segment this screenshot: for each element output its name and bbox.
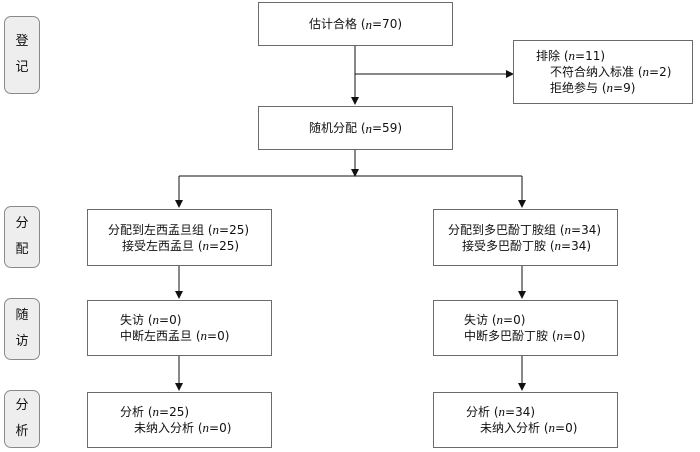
stage-followup: 随 访	[4, 298, 40, 360]
right-alloc-value: =34	[571, 222, 597, 237]
excluded-label: 排除	[536, 49, 561, 63]
n-symbol: n	[152, 312, 160, 327]
n-symbol: n	[564, 221, 572, 237]
stage-char: 随	[15, 308, 29, 323]
right-lost-value: =0	[503, 313, 521, 327]
box-excluded: 排除 (n=11) 不符合纳入标准 (n=2) 拒绝参与 (n=9)	[513, 40, 693, 104]
randomized-value: =59	[372, 120, 398, 135]
n-symbol: n	[152, 404, 160, 419]
n-symbol: n	[365, 16, 373, 32]
n-symbol: n	[556, 328, 564, 343]
stage-registration: 登 记	[4, 16, 40, 94]
assessed-value: =70	[372, 16, 398, 31]
right-discontinued-value: =0	[563, 329, 581, 343]
right-lost-label: 失访	[464, 313, 489, 327]
n-symbol: n	[202, 237, 210, 253]
right-discontinued-label: 中断多巴酚丁胺	[464, 329, 549, 343]
n-symbol: n	[642, 64, 650, 79]
box-right-allocation: 分配到多巴酚丁胺组 (n=34) 接受多巴酚丁胺 (n=34)	[433, 209, 618, 266]
right-received-label: 接受多巴酚丁胺	[462, 238, 547, 253]
left-analysed-label: 分析	[120, 405, 145, 419]
stage-char: 分	[15, 398, 29, 413]
left-received-label: 接受左西孟旦	[122, 238, 195, 253]
n-symbol: n	[568, 48, 576, 63]
right-analysed-label: 分析	[466, 405, 491, 419]
randomized-label: 随机分配	[308, 120, 357, 135]
left-alloc-value: =25	[219, 222, 245, 237]
left-discontinued-value: =0	[207, 329, 225, 343]
stage-char: 分	[15, 216, 29, 231]
assessed-label: 估计合格	[308, 16, 357, 31]
right-not-included-value: =0	[555, 421, 573, 435]
stage-allocation: 分 配	[4, 206, 40, 268]
left-alloc-label: 分配到左西孟旦组	[108, 222, 205, 237]
box-assessed: 估计合格 (n=70)	[258, 2, 453, 46]
n-symbol: n	[496, 312, 504, 327]
n-symbol: n	[365, 120, 373, 136]
stage-char: 析	[15, 424, 29, 439]
right-not-included-label: 未纳入分析	[480, 421, 541, 435]
n-symbol: n	[200, 328, 208, 343]
left-lost-label: 失访	[120, 313, 145, 327]
left-not-included-value: =0	[209, 421, 227, 435]
stage-analysis: 分 析	[4, 390, 40, 448]
stage-char: 记	[15, 60, 29, 75]
left-received-value: =25	[209, 238, 235, 253]
excluded-item-label: 拒绝参与	[550, 81, 599, 95]
left-discontinued-label: 中断左西孟旦	[120, 329, 193, 343]
box-right-analysis: 分析 (n=34) 未纳入分析 (n=0)	[433, 392, 618, 448]
left-not-included-label: 未纳入分析	[134, 421, 195, 435]
excluded-item-label: 不符合纳入标准	[550, 65, 635, 79]
box-left-followup: 失访 (n=0) 中断左西孟旦 (n=0)	[87, 300, 272, 356]
left-lost-value: =0	[159, 313, 177, 327]
n-symbol: n	[606, 80, 614, 95]
excluded-item-value: =2	[649, 65, 667, 79]
n-symbol: n	[498, 404, 506, 419]
left-analysed-value: =25	[159, 405, 185, 419]
box-randomized: 随机分配 (n=59)	[258, 106, 453, 150]
n-symbol: n	[554, 237, 562, 253]
excluded-item-value: =9	[613, 81, 631, 95]
stage-char: 访	[15, 334, 29, 349]
right-analysed-value: =34	[505, 405, 531, 419]
n-symbol: n	[202, 420, 210, 435]
box-right-followup: 失访 (n=0) 中断多巴酚丁胺 (n=0)	[433, 300, 618, 356]
box-left-analysis: 分析 (n=25) 未纳入分析 (n=0)	[87, 392, 272, 448]
n-symbol: n	[212, 221, 220, 237]
n-symbol: n	[548, 420, 556, 435]
stage-char: 登	[15, 34, 29, 49]
excluded-value: =11	[575, 49, 601, 63]
box-left-allocation: 分配到左西孟旦组 (n=25) 接受左西孟旦 (n=25)	[87, 209, 272, 266]
stage-char: 配	[15, 242, 29, 257]
right-received-value: =34	[561, 238, 587, 253]
right-alloc-label: 分配到多巴酚丁胺组	[448, 222, 557, 237]
